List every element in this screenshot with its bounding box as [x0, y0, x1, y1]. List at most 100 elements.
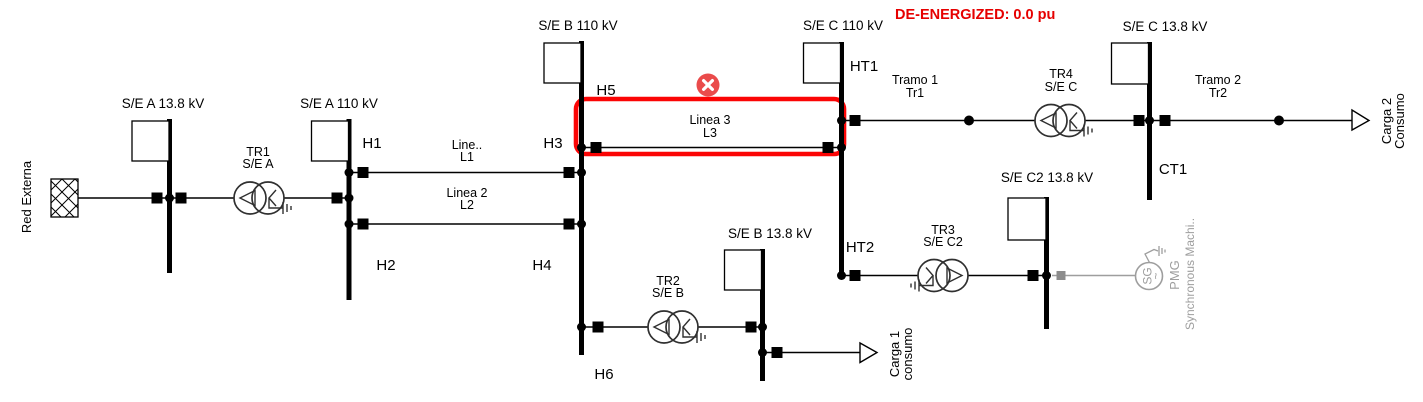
- breaker-square[interactable]: [822, 142, 834, 153]
- load-carga2[interactable]: [1351, 108, 1371, 132]
- branch-tramo2[interactable]: [1149, 115, 1353, 126]
- ground-icon: [1144, 246, 1166, 263]
- load-carga2-desc: Consumo: [1392, 93, 1407, 149]
- branch-l3-name: Linea 3: [689, 113, 730, 127]
- delta-winding-icon: [652, 318, 670, 336]
- wye-winding-icon: [1069, 112, 1084, 132]
- load-carga1-desc: consumo: [900, 328, 915, 381]
- bus-se-c2-138[interactable]: [1007, 197, 1049, 329]
- generator-wave-icon: ~: [1149, 272, 1163, 279]
- transformer-tr3[interactable]: [910, 258, 969, 293]
- connection-dot: [344, 168, 354, 177]
- bus-se-b-138-label: S/E B 13.8 kV: [728, 226, 812, 241]
- bus-se-c-110-label: S/E C 110 kV: [803, 18, 883, 33]
- connection-dot: [758, 322, 767, 332]
- bus-se-a-138-label: S/E A 13.8 kV: [122, 96, 205, 111]
- junction-dot: [1274, 115, 1284, 126]
- delta-winding-icon: [946, 266, 964, 285]
- branch-tramo2-id: Tr2: [1209, 86, 1227, 100]
- connection-dot: [577, 168, 586, 177]
- breaker-square[interactable]: [151, 192, 163, 204]
- node-label-h2: H2: [376, 257, 395, 274]
- transformer-tr4[interactable]: [1034, 103, 1093, 138]
- connection-dot: [1042, 271, 1051, 280]
- bus-frame[interactable]: [310, 120, 350, 162]
- branch-tramo2-name: Tramo 2: [1195, 73, 1241, 87]
- transformer-tr3-sub: S/E C2: [923, 235, 963, 249]
- node-label-h5: H5: [596, 82, 615, 99]
- breaker-square[interactable]: [849, 115, 861, 126]
- wye-winding-icon: [268, 189, 283, 209]
- transformer-tr1-name: TR1: [246, 145, 270, 159]
- generator-pmg[interactable]: SG ~: [1052, 246, 1166, 291]
- generator-pmg-name: PMG: [1167, 260, 1182, 290]
- bus-frame[interactable]: [723, 249, 763, 291]
- wye-winding-icon: [919, 267, 934, 287]
- delta-winding-icon: [238, 189, 256, 207]
- external-grid-hatch: [50, 178, 79, 218]
- load-arrow-icon[interactable]: [859, 341, 879, 364]
- fault-badge-icon[interactable]: [696, 73, 720, 97]
- bus-frame[interactable]: [802, 42, 842, 84]
- connection-dot: [165, 193, 174, 203]
- branch-l2-id: L2: [460, 198, 474, 212]
- branch-tramo1-name: Tramo 1: [892, 73, 938, 87]
- bus-frame[interactable]: [1110, 42, 1150, 85]
- generator-circle-text: SG: [1141, 267, 1155, 284]
- bus-se-b-138[interactable]: [723, 249, 765, 381]
- bus-frame[interactable]: [131, 120, 170, 162]
- node-label-h3: H3: [543, 135, 562, 152]
- load-carga2-name: Carga 2: [1379, 98, 1394, 144]
- external-grid-label: Red Externa: [19, 160, 34, 233]
- load-carga1-name: Carga 1: [887, 331, 902, 377]
- branch-tramo1-id: Tr1: [906, 86, 924, 100]
- breaker-square[interactable]: [590, 142, 602, 153]
- breaker-square[interactable]: [771, 347, 783, 358]
- branch-l3-id: L3: [703, 126, 717, 140]
- bus-frame[interactable]: [1007, 197, 1047, 241]
- bus-se-b-110-label: S/E B 110 kV: [538, 18, 617, 33]
- node-label-h6: H6: [594, 366, 613, 383]
- bus-se-a-138[interactable]: [131, 119, 172, 273]
- branch-l1-name: Line..: [452, 138, 483, 152]
- breaker-square[interactable]: [592, 321, 604, 333]
- breaker-square[interactable]: [1133, 115, 1145, 126]
- node-label-h1: H1: [362, 135, 381, 152]
- breaker-square[interactable]: [175, 192, 187, 204]
- alert-de-energized: DE-ENERGIZED: 0.0 pu: [895, 7, 1055, 23]
- breaker-square[interactable]: [357, 167, 369, 178]
- branch-l1-id: L1: [460, 150, 474, 164]
- transformer-tr3-name: TR3: [931, 223, 955, 237]
- connection-dot: [344, 193, 354, 203]
- transformer-tr2[interactable]: [647, 310, 706, 344]
- breaker-square[interactable]: [745, 321, 757, 333]
- breaker-square[interactable]: [849, 270, 861, 281]
- branch-tramo1[interactable]: [841, 115, 1150, 126]
- transformer-tr1[interactable]: [233, 181, 292, 215]
- breaker-square[interactable]: [1159, 115, 1171, 126]
- ground-icon: [1083, 124, 1093, 137]
- breaker-square[interactable]: [331, 192, 343, 204]
- breaker-square[interactable]: [357, 218, 369, 230]
- connection-dot: [577, 219, 586, 229]
- transformer-tr2-name: TR2: [656, 274, 680, 288]
- bus-se-a-110[interactable]: [310, 119, 352, 300]
- bus-se-c2-138-label: S/E C2 13.8 kV: [1001, 170, 1093, 185]
- bus-frame[interactable]: [543, 42, 582, 84]
- breaker-square-open[interactable]: [1056, 271, 1066, 280]
- branch-l2-name: Linea 2: [446, 186, 487, 200]
- connection-dot: [758, 348, 767, 357]
- bus-se-a-110-label: S/E A 110 kV: [300, 96, 378, 111]
- load-arrow-icon[interactable]: [1351, 108, 1371, 132]
- bus-se-c-110[interactable]: [802, 42, 844, 276]
- node-label-ht2: HT2: [846, 239, 874, 256]
- bus-se-b-110[interactable]: [543, 41, 584, 355]
- breaker-square[interactable]: [1027, 270, 1039, 281]
- breaker-square[interactable]: [563, 167, 575, 178]
- external-grid-symbol[interactable]: [50, 178, 79, 218]
- transformer-tr4-name: TR4: [1049, 67, 1073, 81]
- breaker-square[interactable]: [563, 218, 575, 230]
- transformer-tr2-sub: S/E B: [652, 286, 684, 300]
- node-label-ht1: HT1: [850, 58, 878, 75]
- transformer-tr4-sub: S/E C: [1045, 80, 1078, 94]
